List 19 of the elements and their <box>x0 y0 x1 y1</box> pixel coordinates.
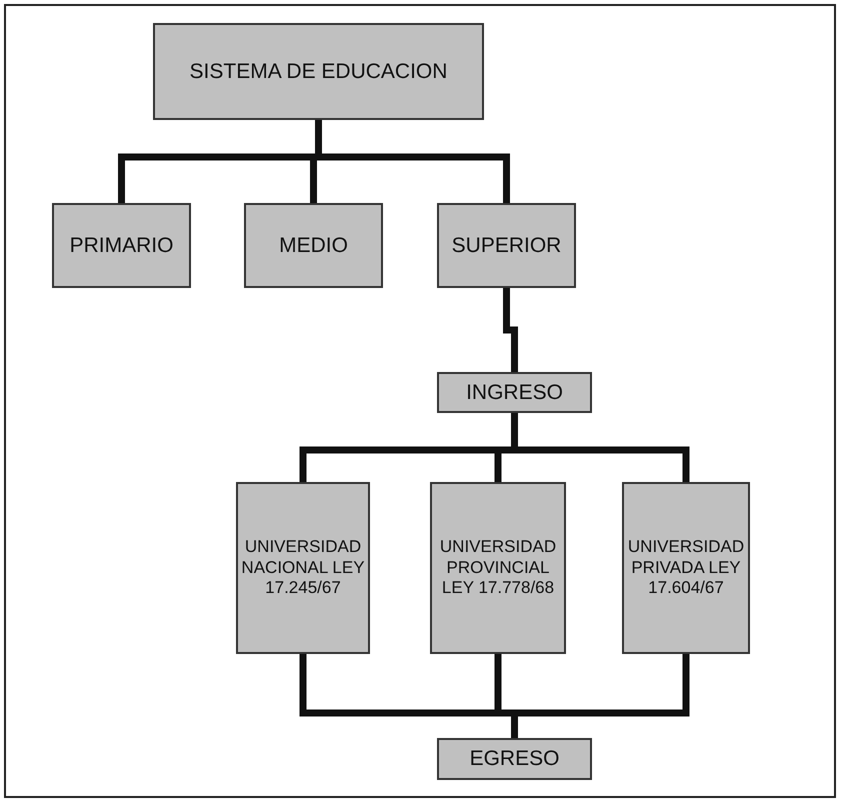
node-label: EGRESO <box>470 746 560 772</box>
node-label: UNIVERSIDAD PROVINCIAL LEY 17.778/68 <box>438 537 558 599</box>
org-box <box>622 482 750 654</box>
connector-line <box>503 288 518 372</box>
node-label: PRIMARIO <box>70 232 174 258</box>
node-label: UNIVERSIDAD PRIVADA LEY 17.604/67 <box>626 537 746 599</box>
org-box <box>437 372 592 413</box>
node-label: UNIVERSIDAD NACIONAL LEY 17.245/67 <box>240 537 366 599</box>
org-box <box>153 23 484 120</box>
org-box <box>236 482 370 654</box>
org-box <box>244 203 383 288</box>
org-box <box>437 203 576 288</box>
node-label: SUPERIOR <box>452 232 562 258</box>
node-label: MEDIO <box>279 232 348 258</box>
node-label: INGRESO <box>466 380 563 406</box>
org-box <box>52 203 191 288</box>
node-label: SISTEMA DE EDUCACION <box>190 58 448 84</box>
org-box <box>430 482 566 654</box>
org-box <box>437 738 592 780</box>
